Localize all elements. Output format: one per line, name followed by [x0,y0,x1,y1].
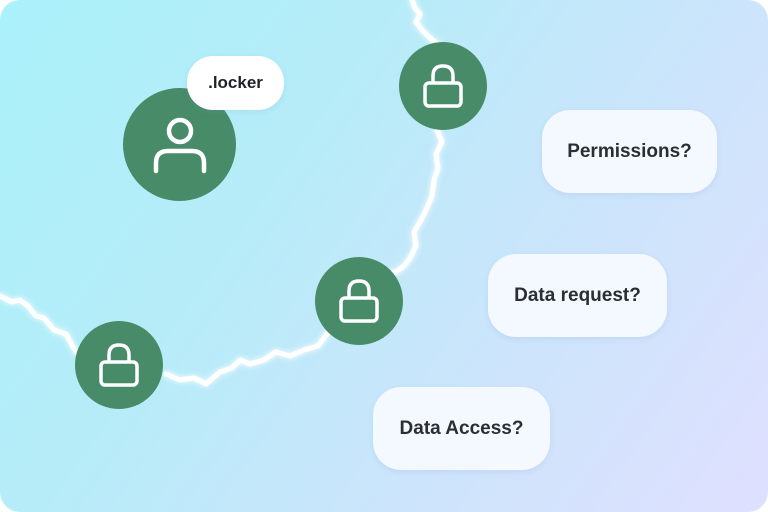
lock-icon [97,342,141,388]
user-label-bubble: .locker [187,56,284,110]
question-bubble-data-access: Data Access? [373,387,550,470]
lock-node-top [399,42,487,130]
question-bubble-data-request: Data request? [488,254,667,337]
lock-node-bottom-left [75,321,163,409]
question-text: Data Access? [399,417,524,439]
question-text: Data request? [514,284,641,306]
lock-node-middle [315,257,403,345]
lock-icon [337,278,381,324]
question-text: Permissions? [567,140,692,162]
question-bubble-permissions: Permissions? [542,110,717,193]
user-label: .locker [208,73,263,92]
lock-icon [421,63,465,109]
user-icon [152,115,208,175]
